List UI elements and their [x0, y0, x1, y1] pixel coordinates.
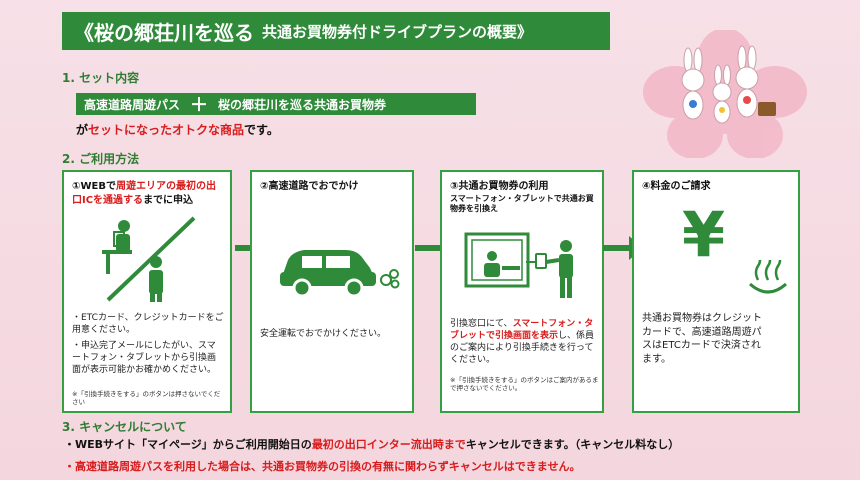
hot-spring-icon — [749, 260, 787, 294]
cancel-line-1-post: キャンセルできます。（キャンセル料なし） — [465, 438, 680, 451]
step-1-title-red: 周遊エリアの最初の出口ICを通過する — [72, 181, 216, 206]
step-1-title-pre: ①WEBで — [72, 181, 116, 192]
section2-heading: 2. ご利用方法 — [62, 152, 140, 166]
online-application-icon — [102, 216, 196, 302]
section3-heading: 3. キャンセルについて — [62, 420, 187, 434]
step-3-text-post: し、係員のご案内により引換手続きを行ってください。 — [450, 331, 595, 366]
step-3-card: ③共通お買物券の利用 スマートフォン・タブレットで共通お買物券を引換え 引換窓口… — [440, 170, 604, 413]
step-1-card: ①WEBで周遊エリアの最初の出口ICを通過するまでに申込 ・ETCカード、クレジ… — [62, 170, 232, 413]
cancel-line-1-pre: ・WEBサイト「マイページ」からご利用開始日の — [64, 438, 312, 451]
step-1-bullet-1: ・ETCカード、クレジットカードをご用意ください。 — [72, 313, 224, 336]
section1-heading: 1. セット内容 — [62, 71, 140, 85]
set-item-pass: 高速道路周遊パス — [84, 97, 181, 112]
step-1-title-post: までに申込 — [143, 194, 194, 206]
step-3-title-main: ③共通お買物券の利用 — [450, 181, 549, 192]
set-item-voucher: 桜の郷荘川を巡る共通お買物券 — [218, 97, 387, 112]
bunny-icon — [712, 64, 732, 124]
step-3-note: ※「引換手続きをする」のボタンはご案内があるまで押さないでください。 — [450, 376, 599, 393]
step-4-title: ④料金のご請求 — [642, 181, 711, 192]
step-4-card: ④料金のご請求 ¥ 共通お買物券はクレジットカードで、高速道路周遊パスはETCカ… — [632, 170, 800, 413]
desc-pre: が — [76, 123, 89, 137]
car-icon — [280, 250, 400, 298]
set-description: がセットになったオトクな商品です。 — [76, 121, 279, 138]
step-3-title: ③共通お買物券の利用 スマートフォン・タブレットで共通お買物券を引換え — [450, 180, 600, 215]
title-sub: 共通お買物券付ドライブプランの概要》 — [262, 22, 533, 41]
step-1-bullet-2: ・申込完了メールにしたがい、スマートフォン・タブレットから引換画面が表示可能かお… — [72, 341, 217, 376]
step-3-title-sub: スマートフォン・タブレットで共通お買物券を引換え — [450, 193, 594, 214]
step-3-text-pre: 引換窓口にて、 — [450, 319, 513, 329]
step-3-text: 引換窓口にて、スマートフォン・タブレットで引換画面を表示し、係員のご案内により引… — [450, 318, 600, 367]
step-1-note: ※「引換手続きをする」のボタンは押さないでください — [72, 390, 221, 407]
step-4-text: 共通お買物券はクレジットカードで、高速道路周遊パスはETCカードで決済されます。 — [642, 313, 762, 365]
plus-sign: ＋ — [190, 95, 209, 116]
desc-red: セットになったオトクな商品 — [88, 123, 245, 137]
bunny-icon — [681, 47, 705, 120]
sakura-bunnies-illustration — [643, 30, 807, 158]
step-2-title: ②高速道路でおでかけ — [260, 181, 359, 192]
step-1-title: ①WEBで周遊エリアの最初の出口ICを通過するまでに申込 — [72, 180, 222, 207]
cancel-line-1-red: 最初の出口インター流出時まで — [311, 438, 466, 451]
cancel-line-2: ・高速道路周遊パスを利用した場合は、共通お買物券の引換の有無に関わらずキャンセル… — [64, 460, 581, 473]
page-title: 《桜の郷荘川を巡る 共通お買物券付ドライブプランの概要》 — [62, 12, 610, 50]
exchange-counter-icon — [464, 232, 573, 298]
step-3-text-red: スマートフォン・タブレットで引換画面を表示 — [450, 319, 594, 342]
suitcase-icon — [758, 102, 776, 116]
cancel-line-1: ・WEBサイト「マイページ」からご利用開始日の最初の出口インター流出時までキャン… — [64, 436, 679, 452]
set-contents-box: 高速道路周遊パス ＋ 桜の郷荘川を巡る共通お買物券 — [76, 93, 476, 116]
yen-icon: ¥ — [682, 198, 726, 271]
bunny-icon — [735, 45, 759, 118]
title-main: 《桜の郷荘川を巡る — [74, 20, 254, 45]
step-2-text: 安全運転でおでかけください。 — [260, 329, 387, 339]
desc-post: です。 — [244, 123, 279, 137]
step-2-card: ②高速道路でおでかけ 安全運転でおでかけください。 — [250, 170, 414, 413]
